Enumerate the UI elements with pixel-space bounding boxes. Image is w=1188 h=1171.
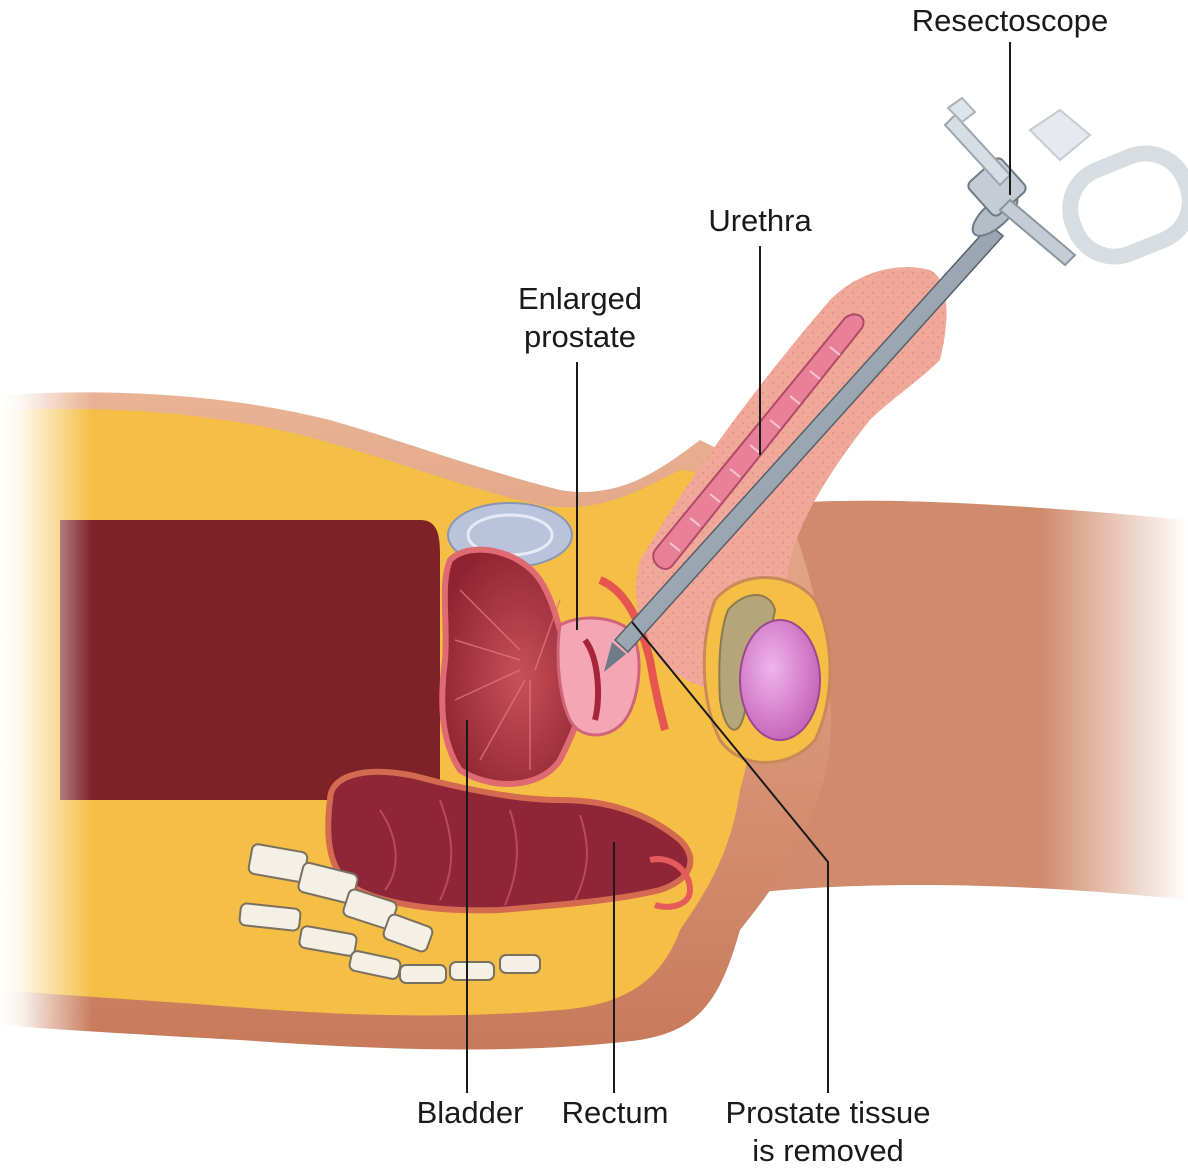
leader-lines (466, 42, 1011, 1093)
bladder-folds (454, 589, 561, 770)
vas-deferens (598, 576, 669, 731)
label-enlarged-prostate: Enlarged prostate (517, 281, 643, 354)
label-urethra: Urethra (708, 203, 812, 238)
anal-sphincter (649, 856, 694, 910)
testis (739, 619, 821, 741)
urethra-tube (652, 313, 865, 570)
urethra-ribs (669, 346, 841, 552)
label-resectoscope: Resectoscope (911, 3, 1109, 38)
label-prostate-tissue-removed: Prostate tissue is removed (725, 1095, 931, 1168)
leader-prostate-removed (631, 621, 829, 1093)
label-bladder: Bladder (416, 1095, 524, 1130)
label-rectum: Rectum (561, 1095, 669, 1130)
resectoscope-instrument (604, 96, 1188, 672)
